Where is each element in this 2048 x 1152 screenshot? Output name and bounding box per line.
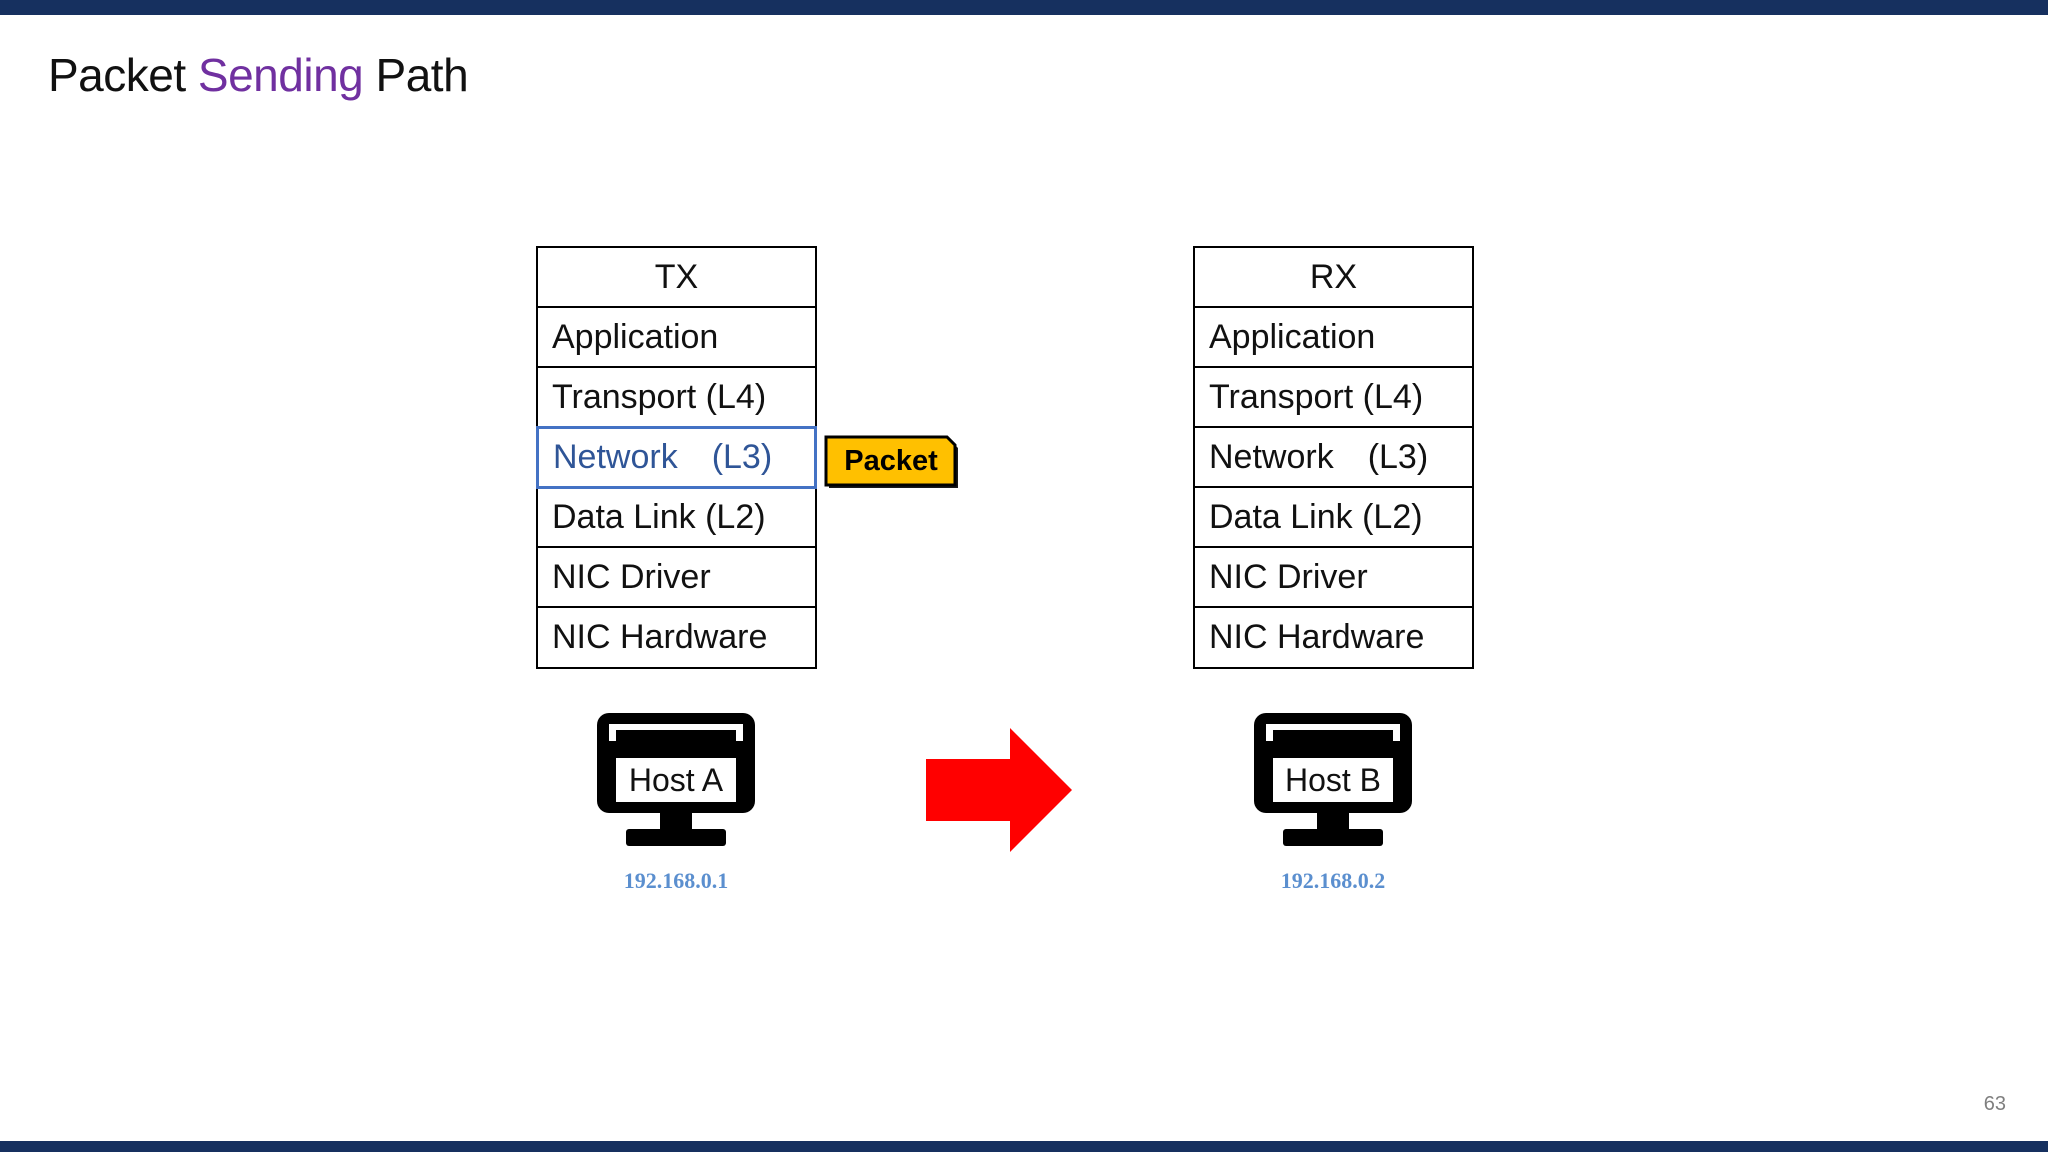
- rx-layer-label: Data Link (L2): [1209, 497, 1423, 536]
- tx-layer-suffix: (L3): [711, 437, 773, 476]
- rx-layer-label: NIC Driver: [1209, 557, 1368, 596]
- tx-layer-application: Application: [536, 306, 817, 369]
- host-a: Host A: [596, 712, 756, 847]
- host-a-label: Host A: [628, 761, 724, 798]
- tx-layer-label: Network: [553, 437, 678, 476]
- rx-layer-label: Network: [1209, 437, 1334, 476]
- page-number: 63: [1983, 1093, 2006, 1115]
- rx-layer-label: Application: [1209, 317, 1376, 356]
- computer-monitor-icon: [1254, 713, 1412, 846]
- tx-layer-label: Transport (L4): [552, 377, 767, 416]
- tx-layer-nic-driver: NIC Driver: [536, 546, 817, 609]
- rx-layer-application: Application: [1193, 306, 1474, 369]
- rx-protocol-stack: RX Application Transport (L4) Network (L3…: [1193, 246, 1474, 669]
- computer-monitor-icon: [597, 713, 755, 846]
- tx-layer-network-highlighted: Network (L3): [536, 426, 817, 489]
- title-word-packet: Packet: [48, 49, 186, 101]
- right-arrow-icon: [926, 728, 1072, 852]
- tx-layer-label: NIC Driver: [552, 557, 711, 596]
- slide-title: Packet Sending Path: [48, 48, 469, 102]
- packet-tag: Packet: [824, 435, 964, 490]
- title-word-sending: Sending: [197, 49, 364, 101]
- packet-tag-shape: [824, 435, 958, 488]
- packet-label: Packet: [844, 444, 938, 477]
- rx-layer-nic-hardware: NIC Hardware: [1193, 606, 1474, 669]
- rx-layer-transport: Transport (L4): [1193, 366, 1474, 429]
- tx-layer-label: Application: [552, 317, 719, 356]
- rx-layer-nic-driver: NIC Driver: [1193, 546, 1474, 609]
- tx-layer-data-link: Data Link (L2): [536, 486, 817, 549]
- title-word-path: Path: [375, 49, 469, 101]
- top-banner-bar: [0, 0, 2048, 15]
- tx-layer-label: NIC Hardware: [552, 617, 768, 656]
- tx-header: TX: [536, 246, 817, 309]
- rx-layer-network: Network (L3): [1193, 426, 1474, 489]
- rx-layer-data-link: Data Link (L2): [1193, 486, 1474, 549]
- host-b-ip: 192.168.0.2: [1280, 868, 1386, 893]
- host-a-ip: 192.168.0.1: [623, 868, 729, 893]
- rx-layer-suffix: (L3): [1367, 437, 1429, 476]
- host-b: Host B: [1253, 712, 1413, 847]
- rx-layer-label: Transport (L4): [1209, 377, 1424, 416]
- tx-layer-nic-hardware: NIC Hardware: [536, 606, 817, 669]
- tx-protocol-stack: TX Application Transport (L4) Network (L3…: [536, 246, 817, 669]
- host-b-label: Host B: [1284, 761, 1382, 798]
- rx-layer-label: NIC Hardware: [1209, 617, 1425, 656]
- tx-layer-transport: Transport (L4): [536, 366, 817, 429]
- tx-layer-label: Data Link (L2): [552, 497, 766, 536]
- bottom-banner-bar: [0, 1141, 2048, 1152]
- rx-header: RX: [1193, 246, 1474, 309]
